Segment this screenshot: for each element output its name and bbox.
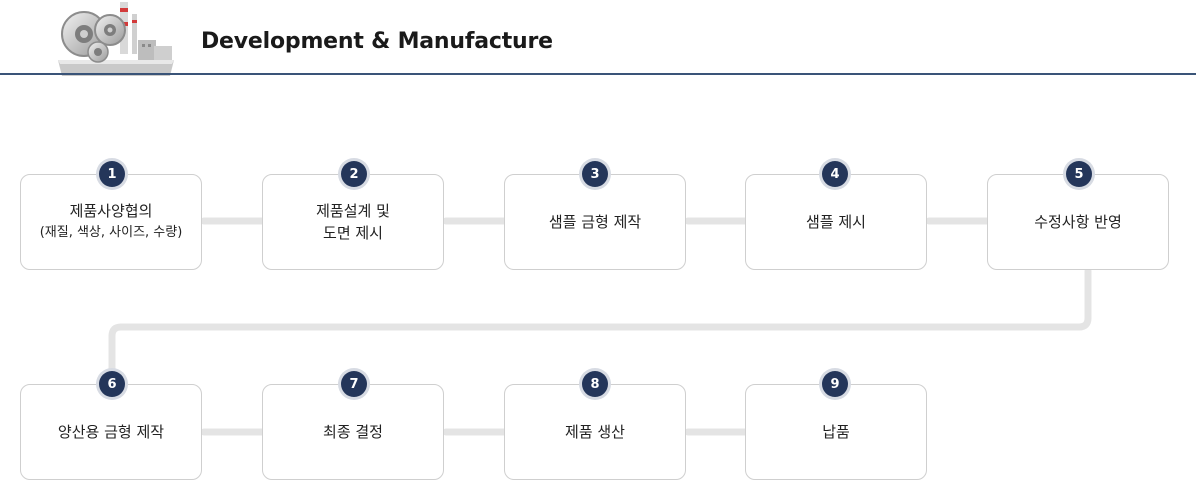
step-box-5: 수정사항 반영 (987, 174, 1169, 270)
page-title: Development & Manufacture (201, 29, 553, 54)
step-box-3: 샘플 금형 제작 (504, 174, 686, 270)
step-label-2: 제품설계 및 (316, 202, 390, 220)
step-sublabel-1: (재질, 색상, 사이즈, 수량) (39, 225, 183, 240)
step-number-badge-5: 5 (1066, 161, 1092, 187)
step-box-9: 납품 (745, 384, 927, 480)
step-label-6: 양산용 금형 제작 (57, 423, 165, 441)
step-box-8: 제품 생산 (504, 384, 686, 480)
step-number-badge-9: 9 (822, 371, 848, 397)
connector-5-6 (108, 267, 1092, 376)
step-box-1: 제품사양협의 (재질, 색상, 사이즈, 수량) (20, 174, 202, 270)
step-label-8: 제품 생산 (565, 423, 625, 441)
step-number-badge-1: 1 (99, 161, 125, 187)
step-label-4: 샘플 제시 (806, 213, 866, 231)
step-number-badge-4: 4 (822, 161, 848, 187)
factory-gears-icon (58, 2, 174, 76)
step-label-3: 샘플 금형 제작 (548, 213, 642, 231)
header-divider (0, 73, 1196, 75)
step-box-2: 제품설계 및 도면 제시 (262, 174, 444, 270)
step-sublabel-2: 도면 제시 (323, 224, 383, 242)
step-label-7: 최종 결정 (323, 423, 383, 441)
step-number-badge-7: 7 (341, 371, 367, 397)
step-number-badge-3: 3 (582, 161, 608, 187)
step-label-5: 수정사항 반영 (1034, 213, 1122, 231)
step-number-badge-8: 8 (582, 371, 608, 397)
step-box-4: 샘플 제시 (745, 174, 927, 270)
step-text-2: 제품설계 및 도면 제시 (316, 200, 390, 244)
step-label-9: 납품 (822, 423, 850, 441)
page-header: Development & Manufacture (0, 0, 1196, 76)
step-number-badge-6: 6 (99, 371, 125, 397)
step-text-1: 제품사양협의 (재질, 색상, 사이즈, 수량) (40, 200, 183, 244)
step-number-badge-2: 2 (341, 161, 367, 187)
step-box-7: 최종 결정 (262, 384, 444, 480)
step-box-6: 양산용 금형 제작 (20, 384, 202, 480)
step-label-1: 제품사양협의 (69, 202, 153, 220)
